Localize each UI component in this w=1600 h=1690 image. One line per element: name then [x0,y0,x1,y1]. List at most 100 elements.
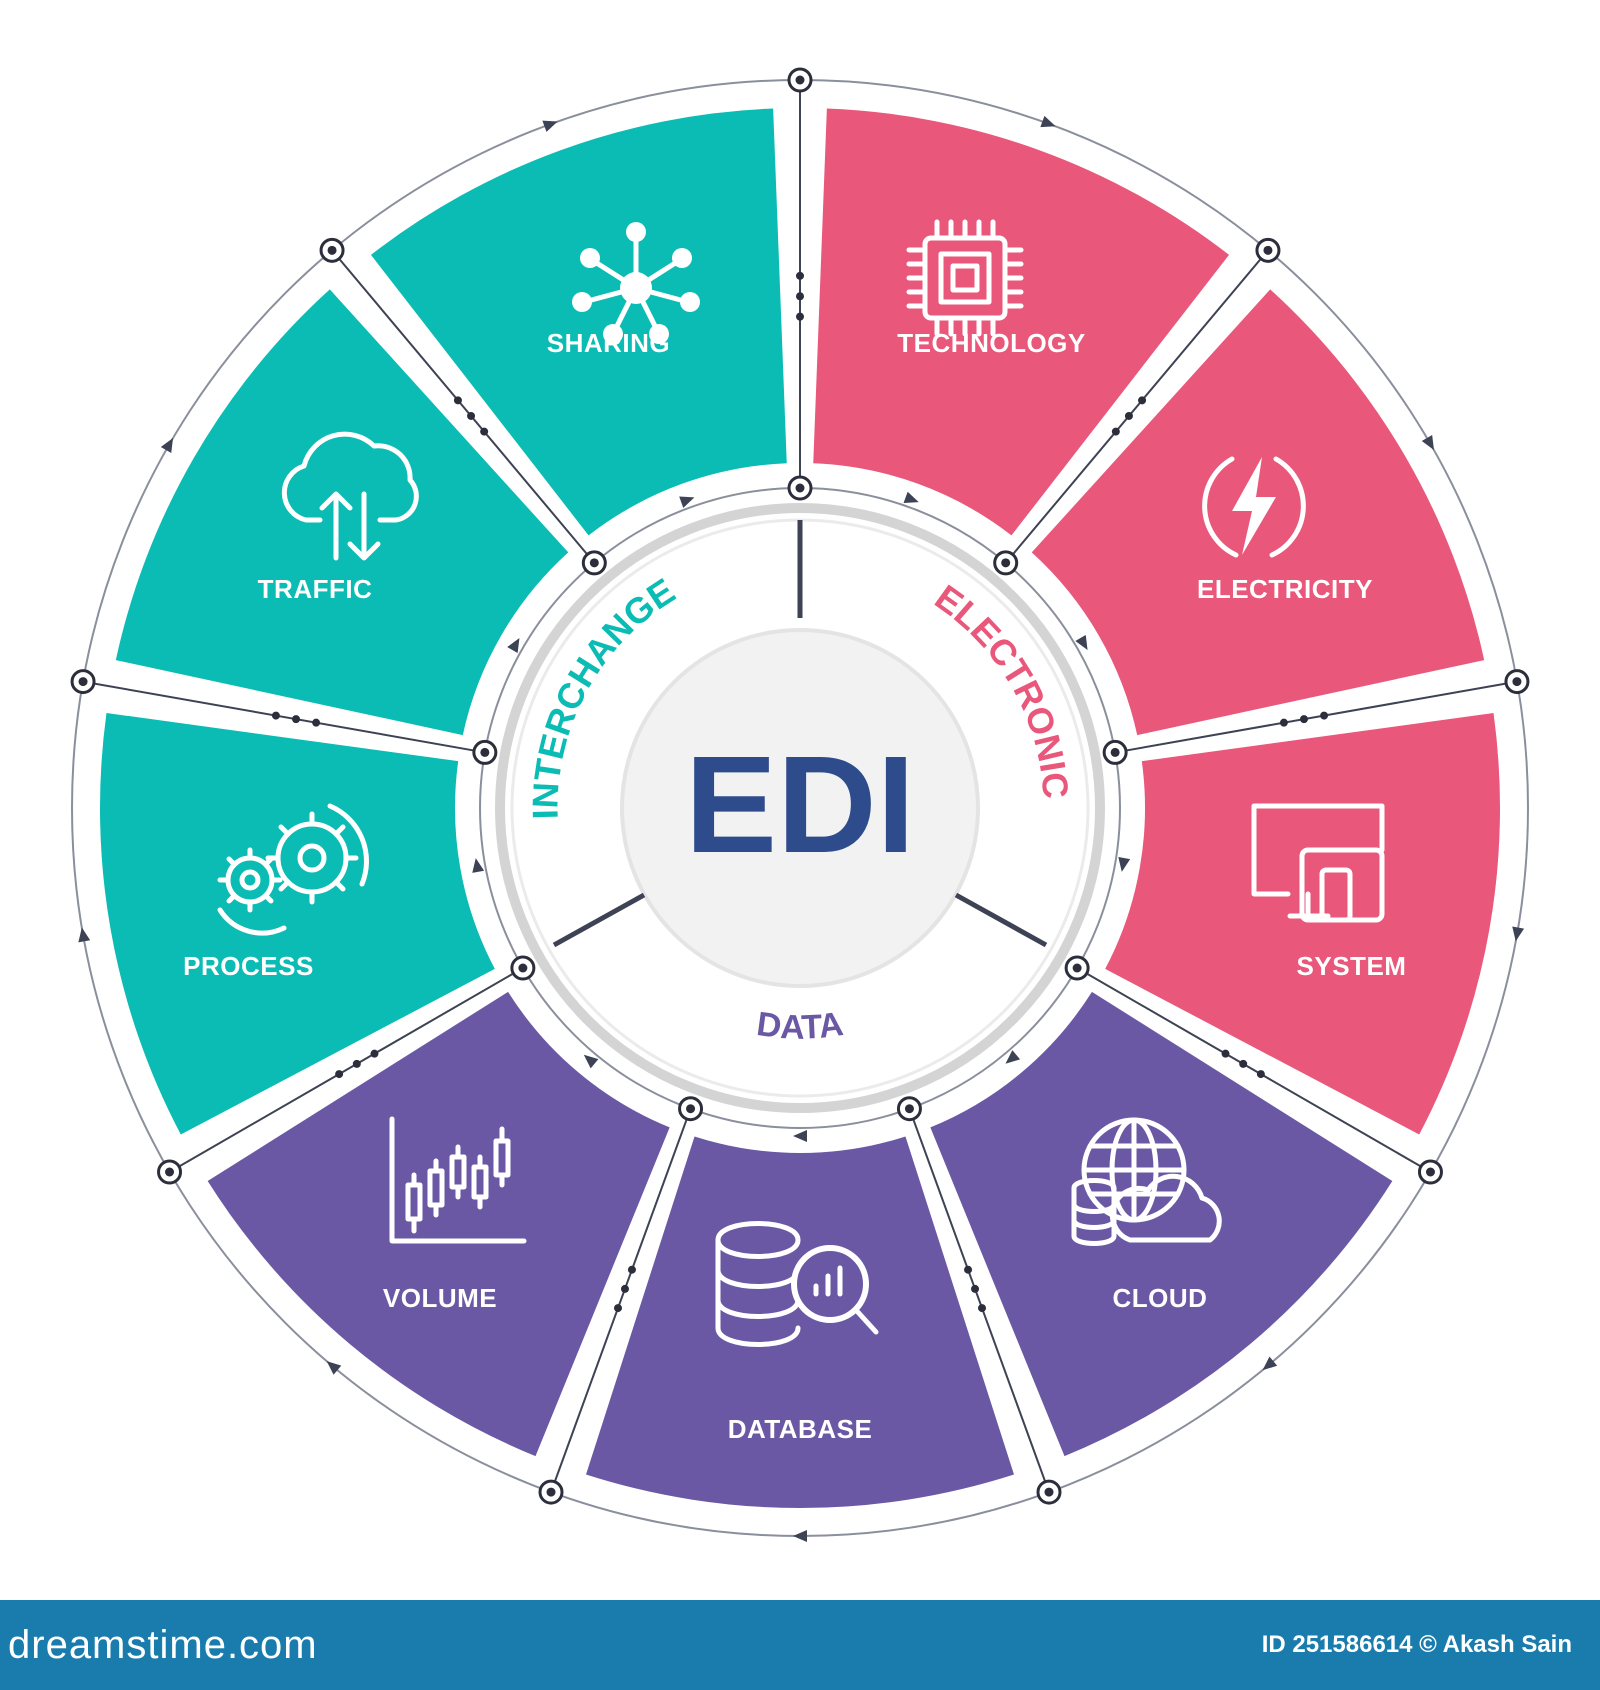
separator-bead [971,1284,980,1293]
separator-bead [480,427,489,436]
separator-bead [613,1304,622,1313]
cloud-globe-icon [1071,1117,1222,1246]
lightning-icon [1202,456,1306,558]
flow-arrow [583,1054,599,1069]
separator-bead [352,1059,361,1068]
connector-dot-core [1044,1487,1054,1497]
segment-label-traffic: TRAFFIC [258,574,373,604]
center-divider-right [954,892,1048,948]
edi-wheel-diagram: ELECTRONIC INTERCHANGE DATA EDI [70,67,1530,1542]
separator-bead [292,715,301,724]
center-title: EDI [685,728,915,882]
flow-arrow [793,1130,807,1142]
segment-label-volume: VOLUME [383,1283,497,1313]
segment-traffic [115,289,569,736]
connector-dot-core [327,245,337,255]
separator-bead [467,411,476,420]
segment-label-database: DATABASE [728,1414,873,1444]
flow-arrow [507,637,520,654]
flow-arrow [1512,926,1525,942]
flow-arrow [1075,634,1088,651]
separator-line [1076,967,1431,1173]
separator-bead [1279,718,1288,727]
connector-dot-core [1263,245,1273,255]
footer-credit: ID 251586614 © Akash Sain [1261,1631,1572,1658]
labels-layer: TECHNOLOGY ELECTRICITY SYSTEM CLOUD DATABASE… [183,328,1406,1444]
flow-arrow [1262,1356,1278,1371]
flow-arrow [542,120,558,132]
segment-technology [813,108,1230,536]
connector-dot-core [165,1167,175,1177]
separator-line [82,680,486,754]
separator-bead [271,711,280,720]
flow-arrow [472,858,485,873]
svg-text:DATA: DATA [754,1005,845,1047]
connector-dot-core [1072,963,1082,973]
segment-process [99,712,495,1135]
flow-arrow [78,927,91,943]
separator-bead [1111,427,1120,436]
separator-bead [453,396,462,405]
segment-database [586,1136,1014,1508]
flow-arrow [793,1530,807,1542]
flow-arrow [1118,857,1131,872]
segment-sharing [370,108,787,536]
separator-bead [1256,1070,1265,1079]
separator-bead [796,271,804,280]
separator-bead [335,1070,344,1079]
separator-bead [1239,1059,1248,1068]
segment-system [1105,712,1500,1135]
segment-label-system: SYSTEM [1297,951,1407,981]
separator-bead [627,1265,636,1274]
connectors-layer [70,67,1530,1542]
separator-bead [370,1049,379,1058]
flow-arrow [1421,434,1434,451]
separator-bead [620,1284,629,1293]
connector-dot-core [795,483,805,493]
separator-bead [796,292,804,301]
separator-bead [1221,1049,1230,1058]
gears-icon [217,803,369,936]
connector-dot-core [1110,747,1120,757]
separator-bead [312,718,321,727]
flow-arrow [160,437,174,454]
connector-dot-core [904,1104,914,1114]
chip-icon [906,219,1024,337]
separator-bead [978,1304,987,1313]
segment-label-process: PROCESS [183,951,314,981]
flow-arrow [326,1361,342,1375]
connector-dot-core [589,558,599,568]
segments-layer [71,79,1529,1537]
footer-logo: dreamstime.com [8,1622,318,1667]
database-search-icon [715,1221,879,1347]
connector-dot-core [795,75,805,85]
devices-icon [1251,803,1385,923]
flow-arrow [903,491,919,504]
connector-dot-core [78,677,88,687]
segment-label-technology: TECHNOLOGY [897,328,1085,358]
flow-arrow [1040,115,1056,128]
center-ring: ELECTRONIC INTERCHANGE DATA EDI [495,503,1105,1113]
candlestick-chart-icon [389,1116,527,1244]
connector-dot-core [686,1104,696,1114]
separator-bead [796,312,804,321]
separator-bead [1320,711,1329,720]
center-divider-left [552,892,646,948]
separator-line [550,1108,692,1493]
connector-dot-core [1001,558,1011,568]
segment-label-cloud: CLOUD [1112,1283,1207,1313]
center-word-data: DATA [754,1005,845,1047]
separator-bead [1124,411,1133,420]
connector-dot-core [518,963,528,973]
connector-dot-core [1425,1167,1435,1177]
flow-arrow [1005,1050,1021,1064]
separator-line [1004,249,1269,564]
connector-dot-core [480,747,490,757]
segment-label-electricity: ELECTRICITY [1197,574,1373,604]
footer-bar: dreamstime.com ID 251586614 © Akash Sain [0,1600,1600,1690]
separator-bead [1138,396,1147,405]
separator-line [169,967,524,1173]
segment-label-sharing: SHARING [547,328,670,358]
segment-volume [207,991,670,1457]
separator-line [908,1108,1050,1493]
